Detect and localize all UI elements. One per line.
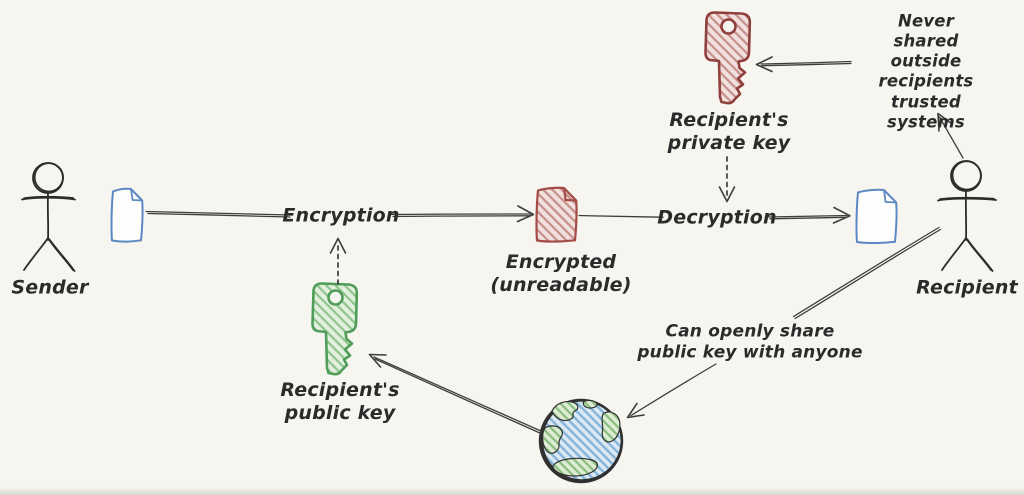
arrowhead-icon [516, 205, 535, 223]
arrowhead-icon [329, 237, 347, 254]
arrowhead-icon [718, 186, 736, 203]
decryption-label: Decryption [657, 206, 777, 229]
arrowhead-icon [937, 112, 953, 132]
arrowhead-icon [832, 206, 851, 224]
arrowhead-icon [626, 402, 645, 419]
arrow-globe-to-public-key [368, 353, 543, 435]
private-key-label: Recipient's private key [667, 108, 791, 154]
globe-icon [538, 398, 624, 484]
dashed-arrow-public-key-to-encryption [329, 237, 347, 285]
encrypted-document-icon [535, 186, 578, 243]
never-shared-note: Never shared outside recipients trusted … [878, 11, 974, 132]
encrypted-doc-label: Encrypted (unreadable) [490, 250, 632, 296]
arrow-recipient-to-globe [626, 226, 942, 419]
private-key-icon [704, 11, 752, 105]
flow-arrow-decryption-to-doc [768, 206, 851, 224]
public-key-label: Recipient's public key [280, 378, 400, 424]
open-share-note: Can openly share public key with anyone [637, 321, 863, 362]
plain-document-icon-left [110, 187, 144, 243]
flow-arrow-encryption-to-encrypted [391, 205, 535, 223]
public-key-icon [311, 282, 359, 376]
encryption-label: Encryption [282, 204, 400, 227]
recipient-figure-icon [937, 160, 997, 272]
sender-figure-icon [21, 162, 76, 272]
arrowhead-icon [755, 56, 773, 73]
arrowhead-icon [368, 353, 387, 368]
flow-line-doc-to-encryption [145, 210, 292, 218]
arrow-note-to-private-key [755, 56, 852, 73]
sender-label: Sender [11, 276, 89, 299]
recipient-label: Recipient [916, 276, 1018, 299]
arrow-recipient-to-note [937, 112, 964, 159]
plain-document-icon-right [855, 188, 898, 245]
flow-line-encrypted-to-decryption [578, 214, 664, 218]
dashed-arrow-private-key-to-decryption [718, 156, 736, 203]
